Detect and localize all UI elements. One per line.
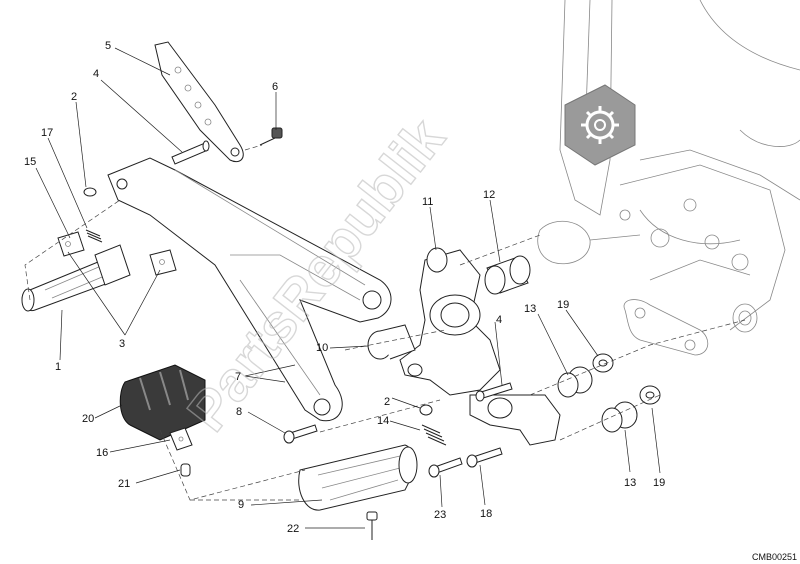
callout-1: 1 xyxy=(55,361,61,373)
rubber-support-plate xyxy=(169,427,193,451)
passenger-footpeg xyxy=(298,444,418,511)
heel-guard-plate xyxy=(154,41,244,163)
callout-19: 19 xyxy=(557,299,569,311)
rider-footpeg xyxy=(21,244,131,312)
callout-11: 11 xyxy=(422,196,433,208)
callout-22: 22 xyxy=(287,523,299,535)
pedal-lever xyxy=(469,394,561,446)
callout-23: 23 xyxy=(434,509,446,521)
gear-icon xyxy=(564,84,636,166)
footpeg-holder-bracket xyxy=(107,157,392,422)
callout-21: 21 xyxy=(118,478,130,490)
callout-17: 17 xyxy=(41,127,53,139)
footpeg-plate xyxy=(57,231,177,276)
callout-16: 16 xyxy=(96,447,108,459)
engine-mount-boss xyxy=(732,303,758,333)
callout-19: 19 xyxy=(653,477,665,489)
callout-13: 13 xyxy=(524,303,536,315)
callout-2: 2 xyxy=(71,91,77,103)
footpeg-rubber xyxy=(119,364,206,441)
callout-labels: 1 2 2 3 4 4 5 6 7 8 9 10 11 12 13 13 14 … xyxy=(24,40,665,535)
screw xyxy=(283,424,318,444)
callout-7: 7 xyxy=(235,371,241,383)
washer xyxy=(592,353,614,373)
callout-2: 2 xyxy=(384,396,390,408)
callout-15: 15 xyxy=(24,156,36,168)
callout-14: 14 xyxy=(377,415,389,427)
bush xyxy=(367,324,416,360)
bush xyxy=(426,247,448,273)
screw xyxy=(259,127,283,146)
callout-3: 3 xyxy=(119,338,125,350)
bush xyxy=(601,401,638,433)
spring xyxy=(421,424,447,446)
callout-12: 12 xyxy=(483,189,495,201)
callout-8: 8 xyxy=(236,406,242,418)
bush xyxy=(484,255,531,295)
spacer xyxy=(180,463,191,477)
callout-9: 9 xyxy=(238,499,244,511)
callout-18: 18 xyxy=(480,508,492,520)
callout-13: 13 xyxy=(624,477,636,489)
spring xyxy=(85,229,103,243)
washer xyxy=(639,385,661,405)
engine-mount-plate xyxy=(623,299,709,356)
callout-5: 5 xyxy=(105,40,111,52)
leader-lines xyxy=(35,47,661,529)
callout-4: 4 xyxy=(496,314,502,326)
footrest-support-bracket xyxy=(399,249,501,396)
callout-4: 4 xyxy=(93,68,99,80)
callout-6: 6 xyxy=(272,81,278,93)
callout-10: 10 xyxy=(316,342,328,354)
drawing-code: CMB00251 xyxy=(752,552,797,562)
screw xyxy=(366,511,378,540)
assembly-lines xyxy=(24,144,746,501)
screw xyxy=(466,447,503,468)
engine-frame-outline xyxy=(537,0,800,331)
screw xyxy=(428,457,463,478)
bush xyxy=(557,366,593,398)
pin xyxy=(171,140,210,165)
bolt xyxy=(475,382,513,402)
callout-20: 20 xyxy=(82,413,94,425)
washer xyxy=(419,404,433,416)
washer xyxy=(83,187,97,197)
